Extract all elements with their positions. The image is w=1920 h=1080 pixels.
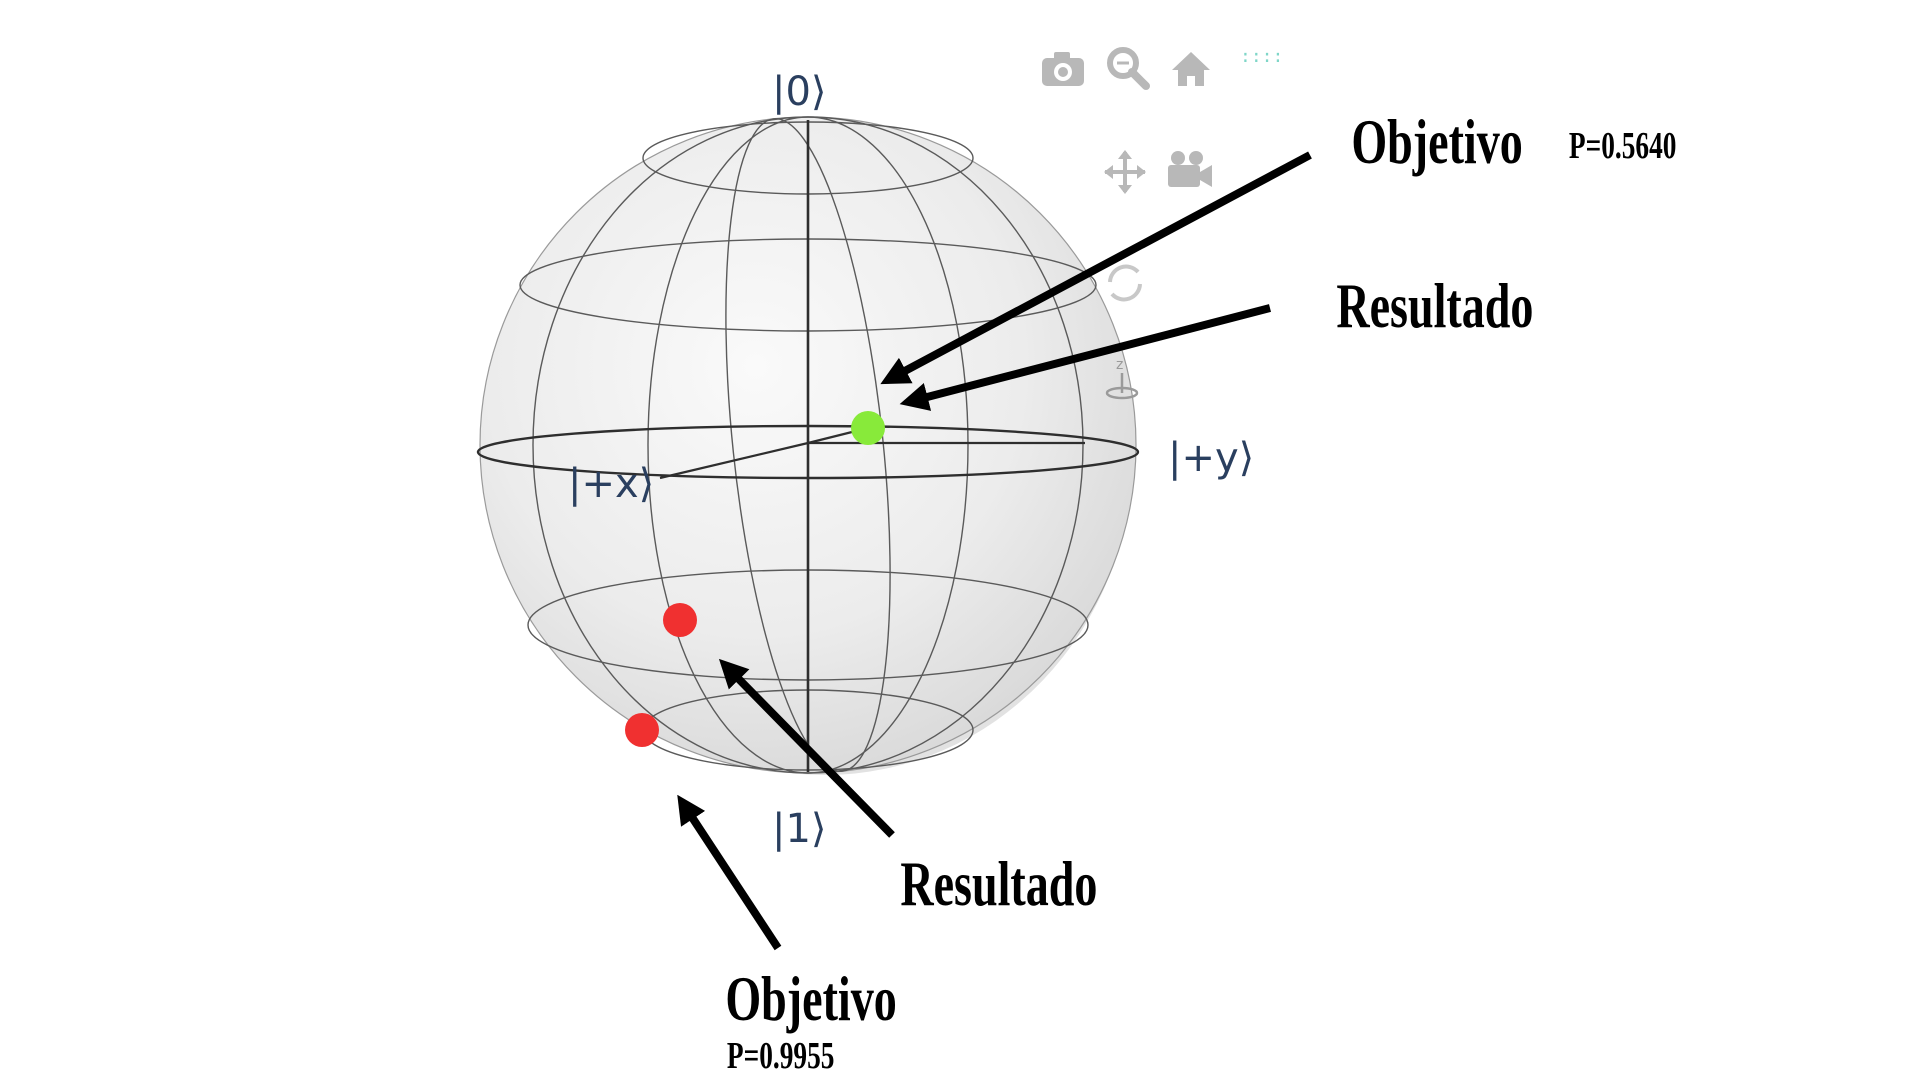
state-label-plus-x: |+x⟩ bbox=[568, 461, 654, 507]
red-state-point-result[interactable] bbox=[663, 603, 697, 637]
longitude-arc-2 bbox=[532, 116, 1084, 774]
more-icon[interactable]: :::: bbox=[1240, 46, 1283, 67]
arrow-top-result bbox=[899, 304, 1272, 411]
longitude-arc-3 bbox=[725, 118, 891, 772]
state-label-zero: |0⟩ bbox=[772, 69, 827, 115]
annotation-bottom-probability: P=0.9955 bbox=[727, 1035, 835, 1077]
green-state-point[interactable] bbox=[851, 411, 885, 445]
z-axis-glyph: z bbox=[1116, 357, 1123, 373]
home-icon[interactable] bbox=[1172, 52, 1210, 86]
arrow-bottom-objective bbox=[677, 794, 782, 951]
orbit-icon[interactable] bbox=[1108, 264, 1142, 302]
x-axis bbox=[659, 441, 809, 480]
annotation-bottom-objective: Objetivo bbox=[725, 964, 896, 1035]
arrow-top-objective bbox=[880, 151, 1312, 385]
pan-icon[interactable] bbox=[1104, 150, 1146, 194]
turntable-icon[interactable]: z bbox=[1105, 357, 1139, 400]
annotation-bottom-result: Resultado bbox=[900, 849, 1097, 920]
camera-icon[interactable] bbox=[1042, 52, 1084, 86]
video-camera-icon[interactable] bbox=[1168, 151, 1212, 187]
arrow-bottom-result bbox=[718, 658, 895, 838]
annotation-top-result: Resultado bbox=[1336, 271, 1533, 342]
annotation-top-probability: P=0.5640 bbox=[1569, 125, 1677, 167]
state-label-one: |1⟩ bbox=[772, 806, 827, 852]
bloch-sphere[interactable] bbox=[476, 111, 1140, 779]
state-label-plus-y: |+y⟩ bbox=[1168, 435, 1254, 481]
annotation-top-objective: Objetivo bbox=[1351, 107, 1522, 178]
toolbar: :::: z bbox=[1042, 46, 1283, 400]
red-state-point-objective[interactable] bbox=[625, 713, 659, 747]
zoom-icon[interactable] bbox=[1107, 47, 1150, 90]
